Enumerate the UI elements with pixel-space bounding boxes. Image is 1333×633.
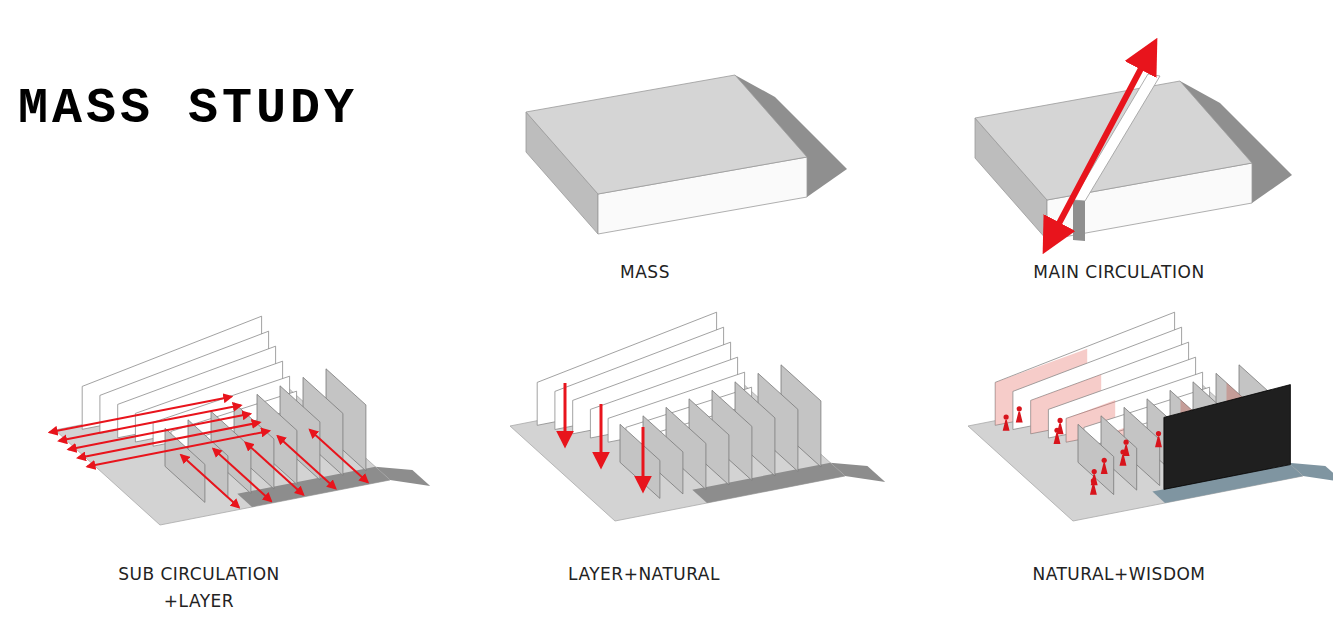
main-circulation-arrow <box>1046 44 1154 248</box>
sub-circulation-layers <box>50 316 431 525</box>
slot-side <box>1073 200 1085 241</box>
step-caption: MASS <box>515 259 775 286</box>
main-circulation-box <box>975 44 1292 248</box>
step-caption: MAIN CIRCULATION <box>969 259 1269 286</box>
step-caption: NATURAL+WISDOM <box>979 561 1259 588</box>
natural-wisdom-layers <box>968 312 1333 521</box>
person-head <box>1092 469 1097 474</box>
page-title: MASS STUDY <box>18 80 358 137</box>
person-body <box>1091 484 1096 494</box>
sub-circulation-arrow <box>87 431 269 467</box>
person-head <box>1004 415 1009 420</box>
person-head <box>1156 431 1161 436</box>
person-head <box>1120 449 1125 454</box>
sub-circulation-arrow <box>59 405 241 441</box>
person-head <box>1102 458 1107 463</box>
mass-box <box>526 75 847 234</box>
sub-circulation-arrow <box>69 414 251 450</box>
sub-circulation-arrow <box>181 455 239 507</box>
layer-wall <box>620 424 660 498</box>
person-body <box>1156 437 1161 447</box>
layer-natural-layers <box>510 312 885 521</box>
person-body <box>1092 475 1097 485</box>
circulation-slot <box>1073 74 1160 201</box>
person-body <box>1017 412 1022 422</box>
person-body <box>1004 420 1009 430</box>
person-body <box>1055 433 1060 443</box>
sub-circulation-arrow <box>50 397 232 433</box>
person-body <box>1102 463 1107 473</box>
dark-wall <box>1164 385 1291 490</box>
top-face <box>526 75 807 194</box>
person-head <box>1058 418 1063 423</box>
person-head <box>1124 440 1129 445</box>
step-caption: SUB CIRCULATION +LAYER <box>99 561 299 615</box>
step-caption: LAYER+NATURAL <box>514 561 774 588</box>
sub-circulation-arrow <box>78 422 260 458</box>
natural-light-arrow <box>642 427 645 490</box>
layer-wall <box>1078 424 1114 494</box>
natural-light-arrow <box>564 383 567 445</box>
person-head <box>1054 428 1059 433</box>
person-body <box>1121 455 1126 465</box>
natural-light-arrow <box>600 404 603 466</box>
person-head <box>1017 406 1022 411</box>
person-head <box>1091 478 1096 483</box>
